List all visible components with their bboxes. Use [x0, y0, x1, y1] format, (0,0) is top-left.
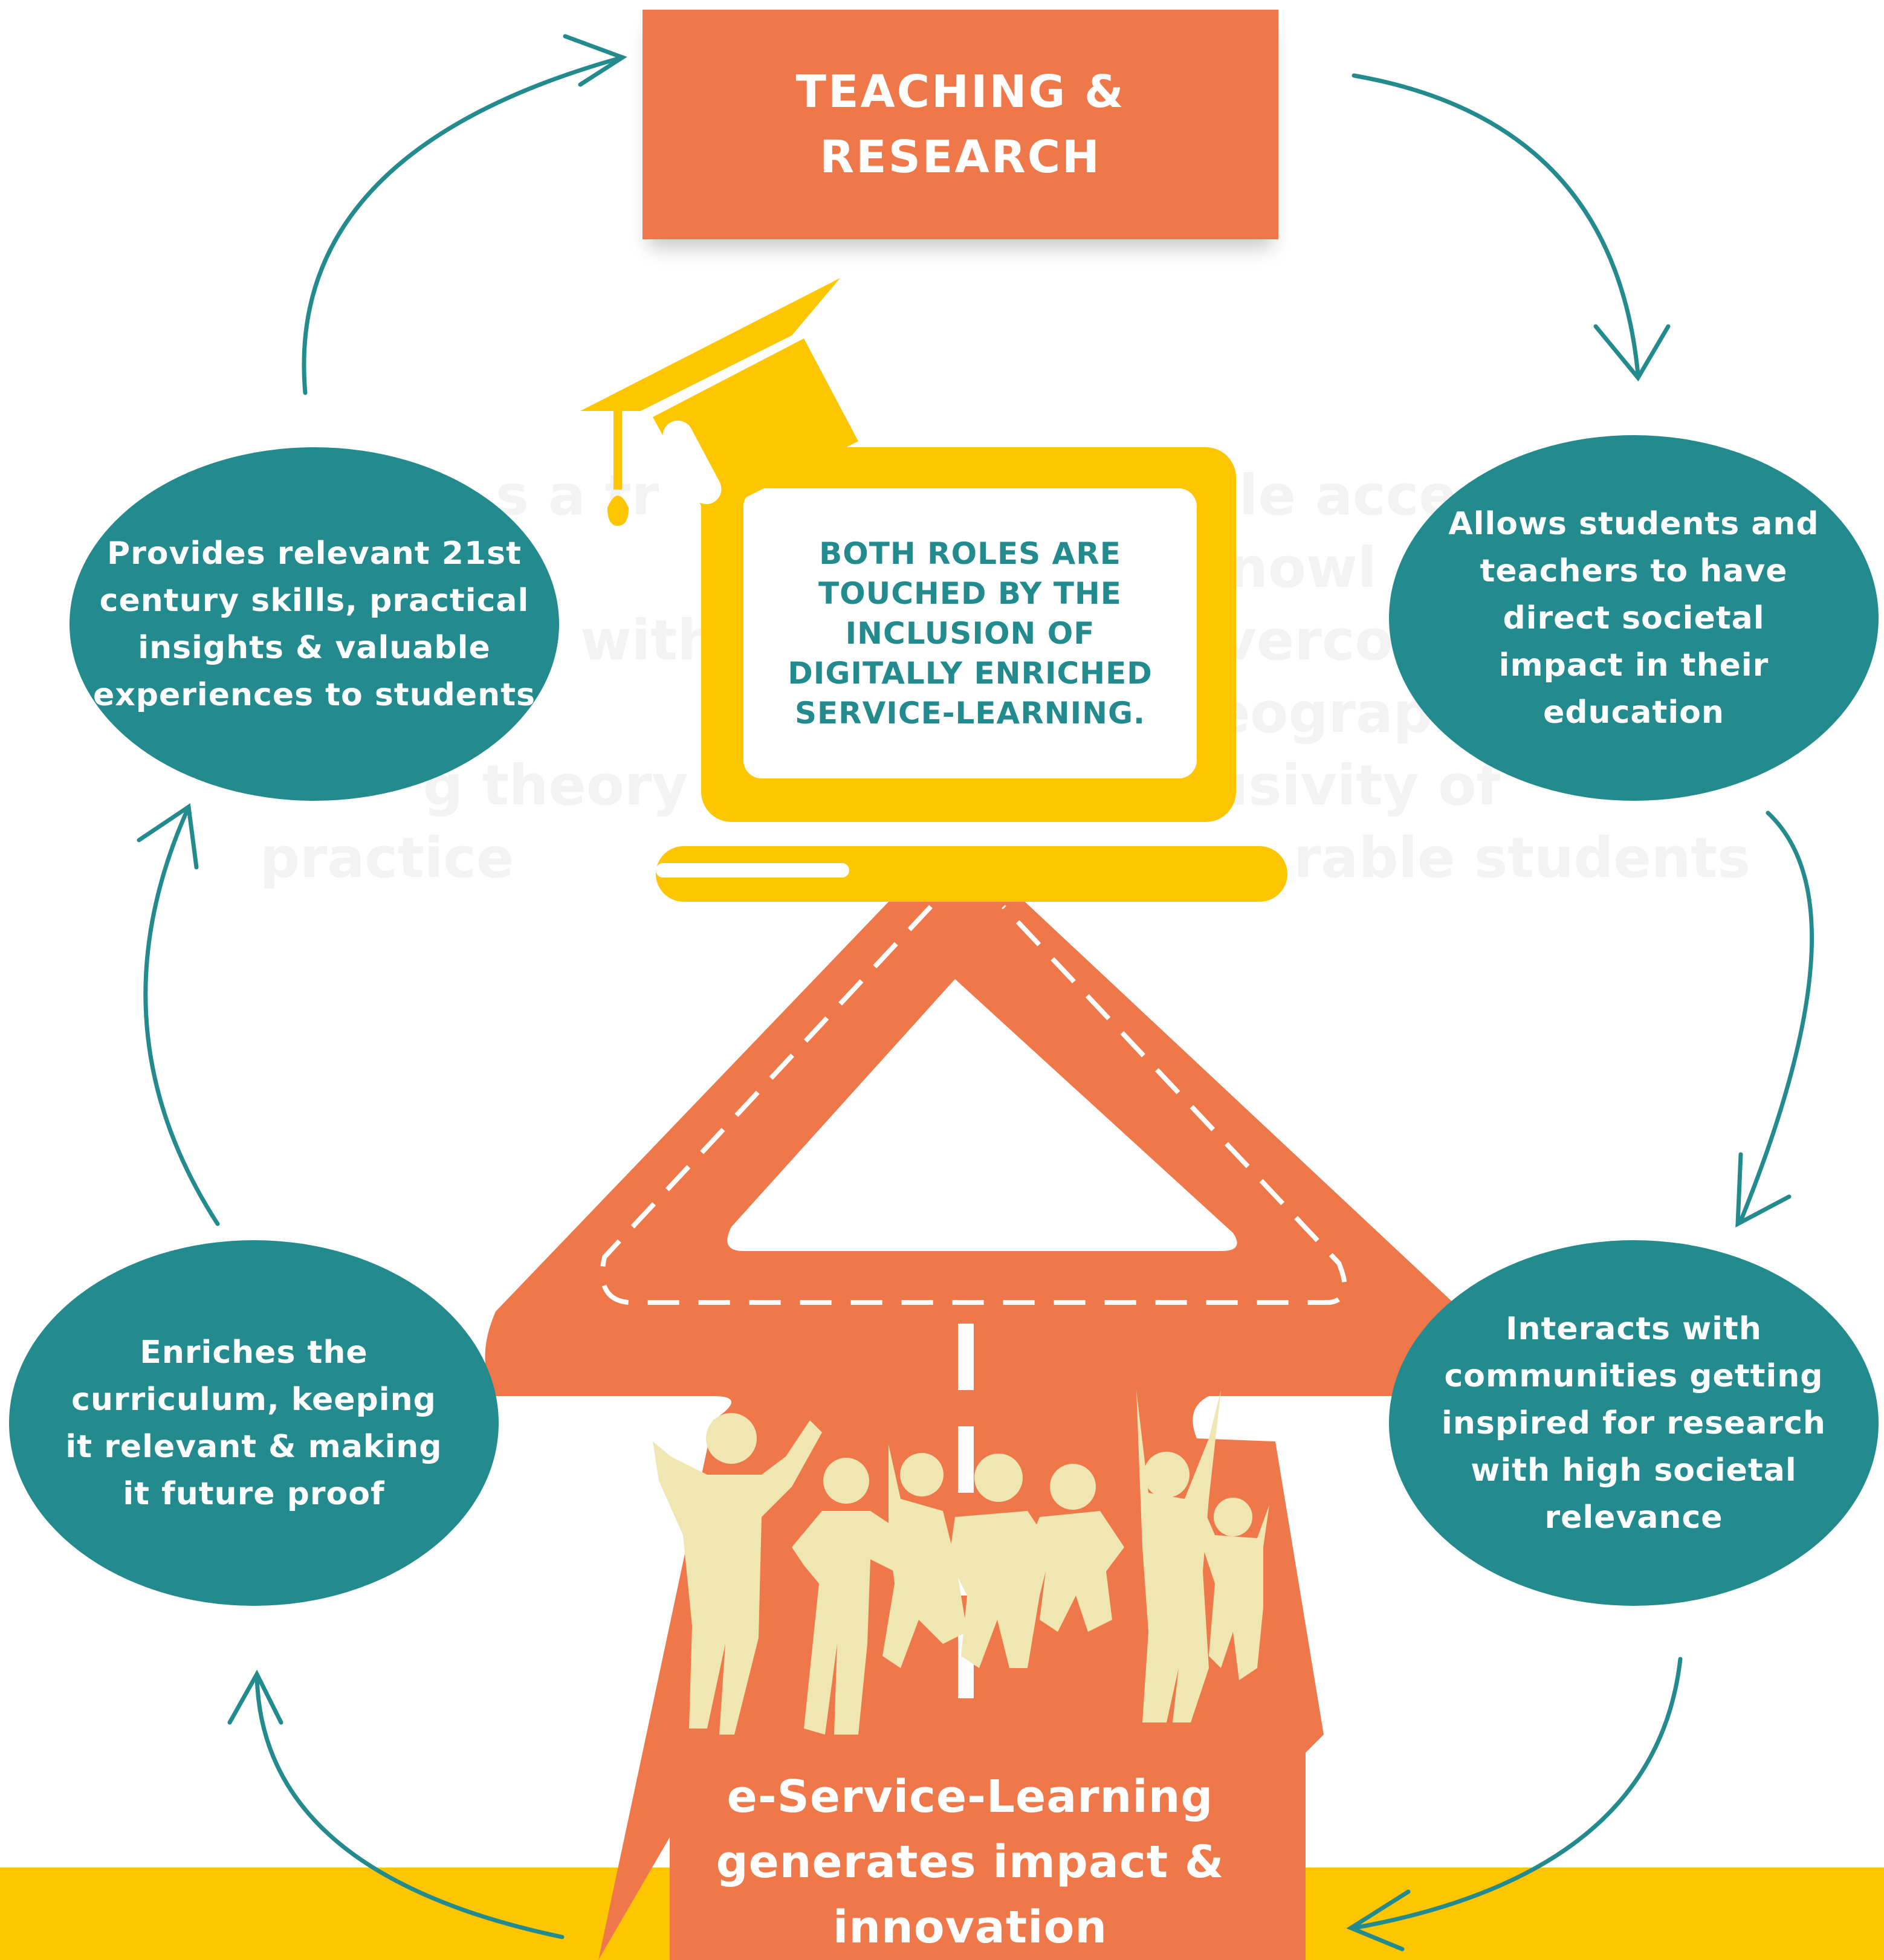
- bubble-line: it future proof: [123, 1475, 385, 1512]
- bubble-line: communities getting: [1444, 1357, 1824, 1394]
- title-line: RESEARCH: [820, 131, 1101, 183]
- bubble-line: Allows students and: [1448, 505, 1819, 542]
- bubble-line: curriculum, keeping: [71, 1381, 436, 1418]
- yellow-band-right: [1306, 1868, 1884, 1960]
- footer-line: e-Service-Learning: [727, 1770, 1214, 1823]
- graduation-cap-icon: [580, 278, 858, 526]
- screen-line: SERVICE-LEARNING.: [794, 696, 1146, 731]
- bubble-line: direct societal: [1503, 600, 1765, 636]
- jumping-people-silhouettes: [653, 1390, 1269, 1735]
- footer-line: innovation: [833, 1901, 1107, 1953]
- cycle-arrow-icon: [137, 34, 1814, 1952]
- title-line: TEACHING &: [795, 66, 1125, 118]
- yellow-band-left: [0, 1868, 670, 1960]
- ghost-text: s a tr: [496, 463, 659, 528]
- screen-line: TOUCHED BY THE: [818, 576, 1122, 611]
- laptop-icon: [656, 447, 1287, 902]
- bubble-line: Enriches the: [140, 1334, 368, 1371]
- ghost-text: rable students: [1293, 826, 1750, 890]
- bubble-line: it relevant & making: [65, 1428, 442, 1465]
- screen-line: INCLUSION OF: [845, 616, 1095, 651]
- ghost-text: le acce: [1239, 463, 1457, 528]
- footer-caption: e-Service-Learning generates impact & in…: [668, 1764, 1272, 1960]
- bubble-line: Interacts with: [1506, 1310, 1762, 1347]
- bubble-bottom-right: Interacts with communities getting inspi…: [1389, 1240, 1879, 1606]
- bubble-bottom-left: Enriches the curriculum, keeping it rele…: [9, 1240, 499, 1606]
- footer-box: [670, 1735, 1306, 1960]
- ghost-text: g theory &: [423, 753, 756, 818]
- ghost-text: practice: [260, 826, 514, 890]
- bubble-line: inspired for research: [1442, 1405, 1826, 1441]
- ghost-text: usivity of: [1209, 753, 1501, 818]
- footer-line: generates impact &: [716, 1835, 1225, 1888]
- bubble-top-left: Provides relevant 21st century skills, p…: [70, 447, 559, 801]
- bubble-line: Provides relevant 21st: [107, 535, 522, 572]
- screen-line: BOTH ROLES ARE: [819, 536, 1121, 571]
- bubble-line: insights & valuable: [138, 629, 491, 666]
- bubble-line: with high societal: [1471, 1452, 1797, 1489]
- screen-line: DIGITALLY ENRICHED: [788, 656, 1153, 691]
- bubble-line: impact in their: [1498, 647, 1769, 684]
- laptop-screen-text: BOTH ROLES ARE TOUCHED BY THE INCLUSION …: [743, 488, 1197, 778]
- title-box: TEACHING & RESEARCH: [643, 10, 1278, 239]
- road-dashed-lane: [600, 905, 1347, 1305]
- bubble-line: experiences to students: [92, 676, 536, 713]
- bubble-line: century skills, practical: [99, 582, 529, 619]
- bubble-line: teachers to have: [1480, 552, 1788, 589]
- bubble-line: education: [1543, 694, 1724, 731]
- bubble-line: relevance: [1544, 1499, 1723, 1536]
- bubble-top-right: Allows students and teachers to have dir…: [1389, 435, 1879, 801]
